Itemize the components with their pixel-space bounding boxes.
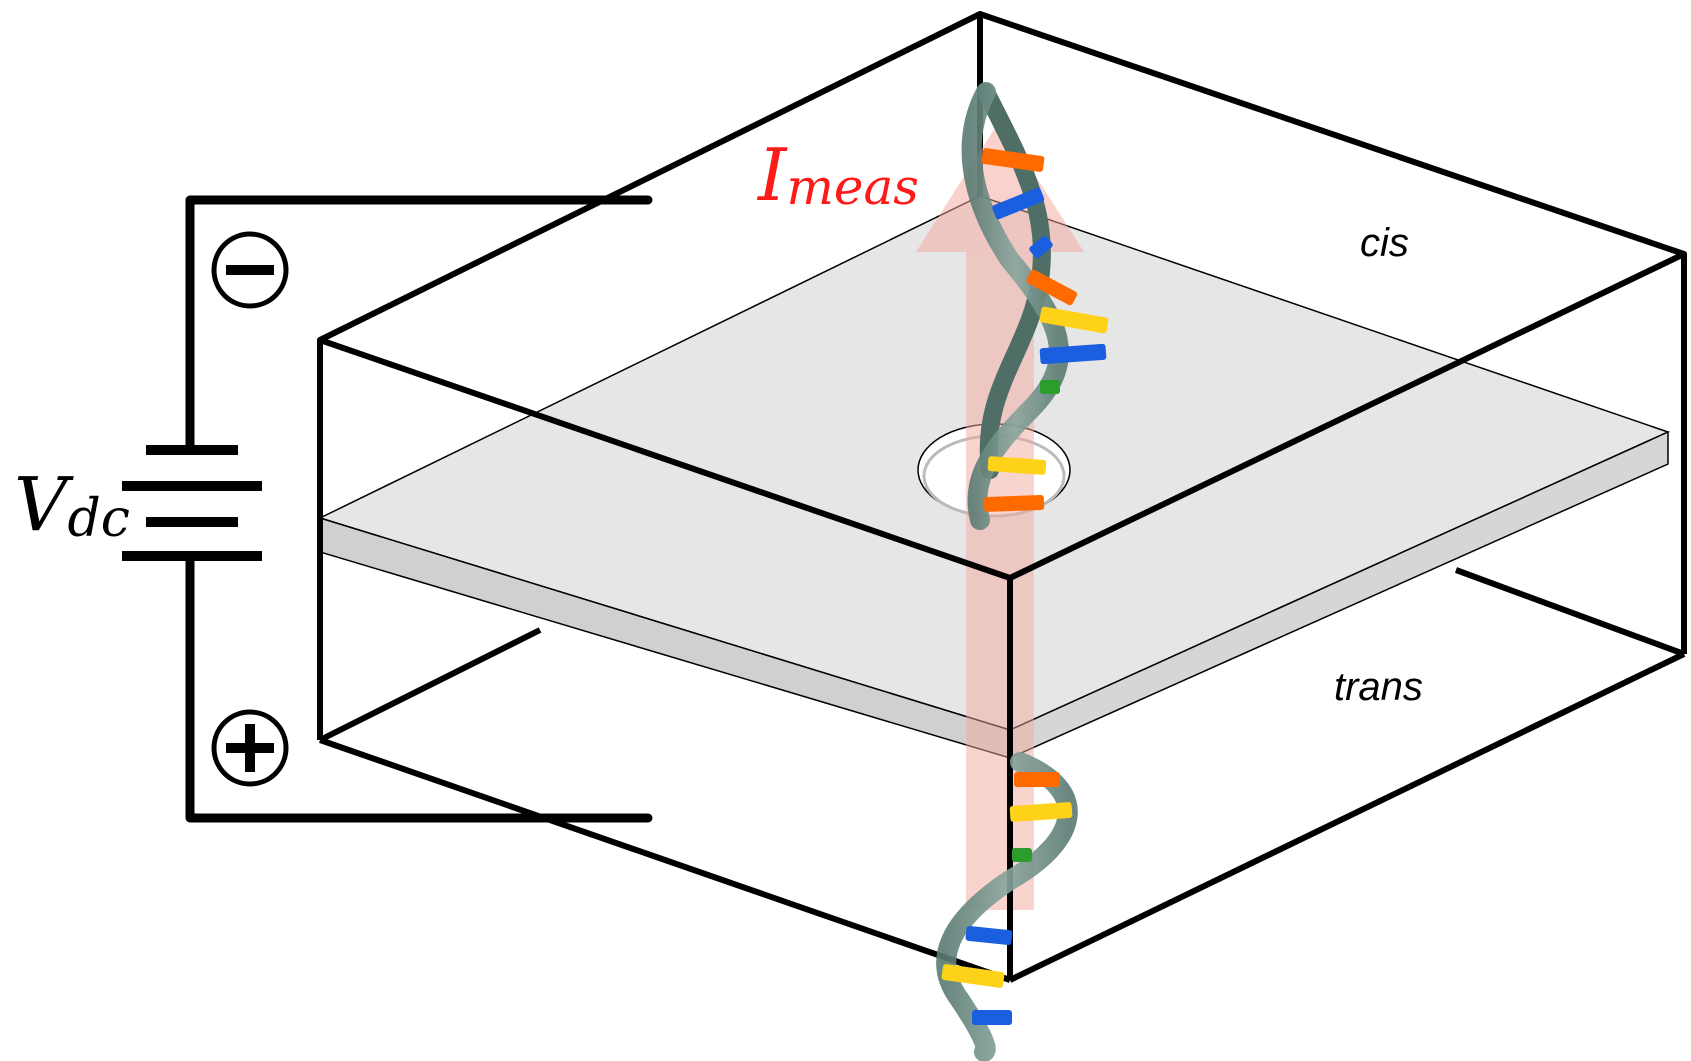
voltage-label: Vdc (14, 462, 130, 549)
base-green (1012, 848, 1032, 862)
base-yellow (1009, 802, 1073, 822)
dna-strand-lower (936, 752, 1078, 1061)
base-yellow (1039, 306, 1109, 334)
trans-label: trans (1334, 665, 1423, 709)
voltage-label-sub: dc (67, 489, 129, 549)
base-blue (965, 925, 1013, 946)
current-label-sub: meas (786, 158, 918, 216)
base-blue (1039, 343, 1107, 365)
battery-symbol-icon (122, 445, 262, 561)
dna-strand (961, 82, 1109, 530)
base-blue (992, 187, 1045, 220)
plus-circle-icon (211, 709, 289, 787)
wire-bottom (185, 551, 653, 823)
base-orange (1014, 772, 1060, 787)
voltage-label-main: V (14, 462, 74, 548)
wire-top (185, 195, 653, 455)
base-yellow (987, 456, 1047, 475)
base-blue (972, 1010, 1012, 1025)
base-blue (1029, 235, 1053, 259)
minus-circle-icon (211, 231, 289, 309)
box-frame (317, 11, 1687, 983)
cis-label: cis (1360, 221, 1409, 265)
base-orange (981, 148, 1045, 172)
base-yellow (941, 964, 1005, 988)
base-orange (983, 495, 1045, 512)
base-orange (1026, 269, 1078, 306)
circuit (185, 195, 653, 823)
current-arrow (916, 120, 1084, 910)
current-label: Imeas (756, 133, 919, 217)
current-label-main: I (756, 133, 788, 217)
base-green (1040, 380, 1060, 394)
